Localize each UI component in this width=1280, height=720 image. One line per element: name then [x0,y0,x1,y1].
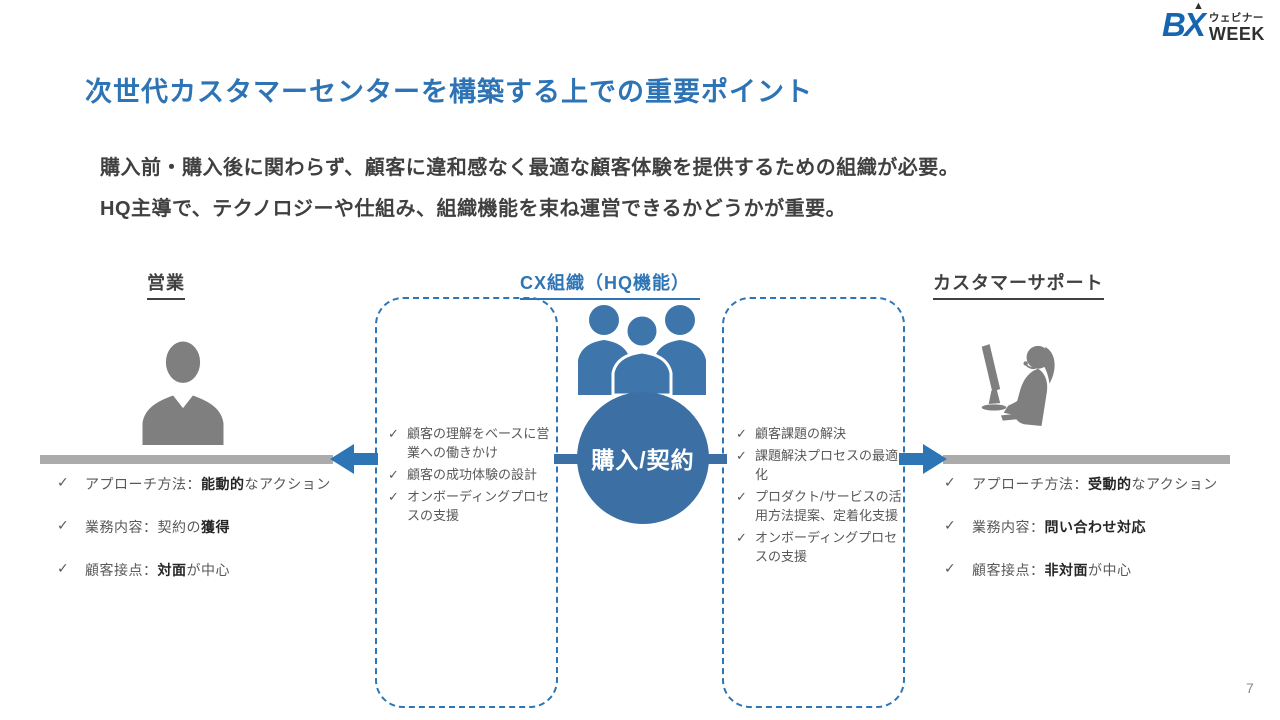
check-icon: ✓ [388,467,399,482]
arrow-left-icon [330,444,378,474]
support-checklist: ✓ アプローチ方法：受動的なアクション ✓ 業務内容：問い合わせ対応 ✓ 顧客接点：非対面… [944,474,1254,603]
support-timeline-bar [943,455,1230,464]
bx-week-logo: BX ▲ ウェビナー WEEK [1162,1,1265,44]
sales-column-header: 営業 [147,269,185,300]
cx-right-checklist: ✓ 顧客課題の解決 ✓ 課題解決プロセスの最適化 ✓ プロダクト/サービスの活用方法提案、… [736,424,906,569]
check-icon: ✓ [944,560,957,576]
circle-right-connector [703,454,727,464]
logo-webinar-label: ウェビナー [1208,12,1264,24]
check-icon: ✓ [388,426,399,441]
cx-team-icon [578,305,706,395]
lead-line-2: HQ主導で、テクノロジーや仕組み、組織機能を束ね運営できるかどうかが重要。 [100,198,847,220]
cx-left-checklist: ✓ 顧客の理解をベースに営業への働きかけ ✓ 顧客の成功体験の設計 ✓ オンボーディングプ… [388,424,560,528]
list-item: ✓ 課題解決プロセスの最適化 [736,446,906,484]
check-icon: ✓ [388,489,399,504]
list-item: ✓ 顧客課題の解決 [736,424,906,443]
businessman-silhouette-icon [142,341,224,445]
cx-left-dashed-box [375,297,558,708]
logo-up-arrow-icon: ▲ [1192,0,1204,12]
check-icon: ✓ [944,474,957,490]
list-item-text: オンボーディングプロセスの支援 [407,489,550,523]
purchase-contract-circle: 購入/契約 [577,392,709,524]
list-item-text: 業務内容：問い合わせ対応 [972,519,1146,535]
cx-column-header: CX組織（HQ機能） [520,269,701,300]
list-item-text: 業務内容：契約の獲得 [85,519,230,535]
logo-bx-letters: BX [1162,6,1206,43]
check-icon: ✓ [736,448,747,463]
list-item-text: 顧客の理解をベースに営業への働きかけ [407,426,550,460]
list-item: ✓ オンボーディングプロセスの支援 [736,528,906,566]
logo-bx-text: BX ▲ [1162,1,1206,43]
cx-right-dashed-box [722,297,905,708]
sales-timeline-bar [40,455,333,464]
check-icon: ✓ [57,560,70,576]
list-item: ✓ 顧客接点：対面が中心 [57,560,387,580]
support-agent-silhouette-icon [981,344,1055,426]
lead-line-1: 購入前・購入後に関わらず、顧客に違和感なく最適な顧客体験を提供するための組織が必… [100,157,960,179]
list-item-text: 顧客接点：非対面が中心 [972,562,1132,578]
list-item: ✓ 顧客接点：非対面が中心 [944,560,1254,580]
check-icon: ✓ [736,489,747,504]
check-icon: ✓ [736,530,747,545]
support-column-header: カスタマーサポート [933,269,1104,300]
list-item-text: 顧客課題の解決 [755,426,847,441]
list-item: ✓ アプローチ方法：能動的なアクション [57,474,387,494]
list-item: ✓ 顧客の成功体験の設計 [388,465,560,484]
list-item: ✓ 業務内容：契約の獲得 [57,517,387,537]
purchase-contract-label: 購入/契約 [591,447,695,473]
list-item-text: 顧客の成功体験の設計 [407,467,538,482]
list-item: ✓ 顧客の理解をベースに営業への働きかけ [388,424,560,462]
list-item: ✓ プロダクト/サービスの活用方法提案、定着化支援 [736,487,906,525]
logo-week-label: WEEK [1208,24,1265,44]
check-icon: ✓ [57,517,70,533]
list-item-text: アプローチ方法：受動的なアクション [972,476,1218,492]
check-icon: ✓ [736,426,747,441]
list-item-text: オンボーディングプロセスの支援 [755,530,898,564]
list-item: ✓ オンボーディングプロセスの支援 [388,487,560,525]
check-icon: ✓ [57,474,70,490]
page-title: 次世代カスタマーセンターを構築する上での重要ポイント [85,77,813,107]
list-item: ✓ アプローチ方法：受動的なアクション [944,474,1254,494]
list-item-text: 課題解決プロセスの最適化 [755,448,899,482]
list-item: ✓ 業務内容：問い合わせ対応 [944,517,1254,537]
page-number: 7 [1246,680,1254,696]
check-icon: ✓ [944,517,957,533]
logo-text-block: ウェビナー WEEK [1209,10,1265,44]
list-item-text: プロダクト/サービスの活用方法提案、定着化支援 [755,489,902,523]
list-item-text: 顧客接点：対面が中心 [85,562,230,578]
circle-left-connector [554,454,582,464]
arrow-right-icon [899,444,947,474]
sales-checklist: ✓ アプローチ方法：能動的なアクション ✓ 業務内容：契約の獲得 ✓ 顧客接点：対面が中心 [57,474,387,603]
list-item-text: アプローチ方法：能動的なアクション [85,476,331,492]
lead-paragraph: 購入前・購入後に関わらず、顧客に違和感なく最適な顧客体験を提供するための組織が必… [100,148,959,230]
